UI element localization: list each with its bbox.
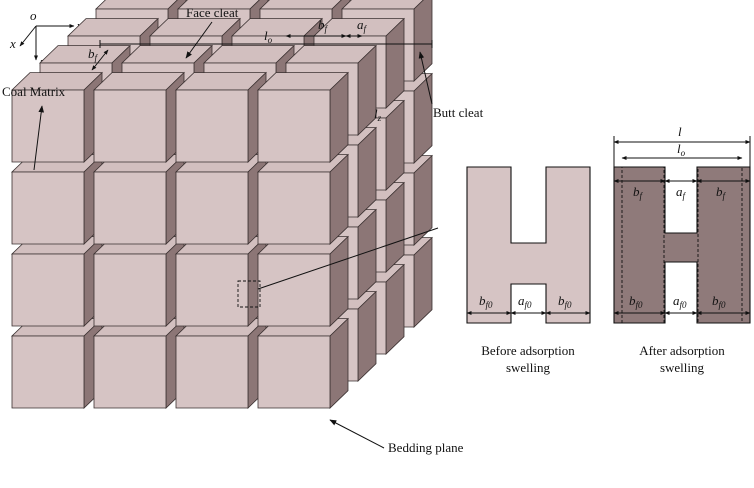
- butt-cleat-leader: [418, 51, 433, 105]
- before-gap-symbol: af0: [518, 293, 532, 310]
- after-total-symbol: l: [678, 124, 682, 139]
- cube-annotations: Face cleat Butt cleat Coal Matrix Beddin…: [2, 5, 484, 455]
- block-front-face: [93, 335, 167, 409]
- cube-dimension-lines: [91, 34, 433, 71]
- after-h-shape: [613, 166, 751, 324]
- before-swelling-panel: bf0 af0 bf0 Before adsorption swelling: [466, 166, 591, 375]
- face-cleat-label: Face cleat: [186, 5, 239, 20]
- b-depth-dimension-line: [91, 49, 109, 71]
- block-front-face: [93, 89, 167, 163]
- cube-dimension-symbols: lo bf af bf lz: [88, 17, 382, 123]
- after-left-bottom-symbol: bf0: [629, 293, 643, 310]
- after-inner-symbol: lo: [677, 141, 686, 158]
- axis-origin-label: o: [30, 8, 37, 23]
- block-front-face: [93, 253, 167, 327]
- before-left-width-symbol: bf0: [479, 293, 493, 310]
- block-front-face: [11, 89, 85, 163]
- after-left-original-outline: [621, 166, 665, 324]
- after-right-bottom-symbol: bf0: [712, 293, 726, 310]
- after-caption-line2: swelling: [660, 360, 705, 375]
- axis-x-label: x: [9, 36, 16, 51]
- block-front-face: [93, 171, 167, 245]
- zoom-selection-box: [237, 280, 261, 308]
- face-cleat-leader: [185, 21, 213, 59]
- symbol-b: bf: [88, 46, 99, 63]
- block-front-face: [175, 89, 249, 163]
- block-front-face: [257, 89, 331, 163]
- block-front-face: [175, 171, 249, 245]
- bedding-plane-leader: [329, 419, 385, 449]
- after-caption-line1: After adsorption: [639, 343, 725, 358]
- symbol-lo: lo: [264, 28, 273, 45]
- after-swelling-panel: l lo bf af bf bf0 af0 bf0 After adsorpti…: [613, 124, 751, 375]
- before-caption-line2: swelling: [506, 360, 551, 375]
- block-front-face: [257, 171, 331, 245]
- butt-cleat-label: Butt cleat: [433, 105, 484, 120]
- symbol-lz: lz: [374, 106, 382, 123]
- before-right-width-symbol: bf0: [558, 293, 572, 310]
- before-h-shape: [466, 166, 591, 324]
- block-side-face: [413, 0, 433, 82]
- block-front-face: [175, 335, 249, 409]
- after-right-top-symbol: bf: [716, 184, 727, 201]
- coal-matrix-block-array: [11, 0, 433, 409]
- block-front-face: [257, 253, 331, 327]
- after-gap-bottom-symbol: af0: [673, 293, 687, 310]
- block-front-face: [175, 253, 249, 327]
- after-left-top-symbol: bf: [633, 184, 644, 201]
- symbol-bf: bf: [318, 17, 329, 34]
- symbol-af: af: [357, 17, 368, 34]
- before-caption-line1: Before adsorption: [481, 343, 575, 358]
- block-front-face: [11, 171, 85, 245]
- zoom-leader-line: [257, 227, 439, 290]
- block-front-face: [11, 253, 85, 327]
- coal-matrix-label: Coal Matrix: [2, 84, 66, 99]
- coal-matrix-leader: [33, 105, 44, 171]
- block-front-face: [257, 335, 331, 409]
- x-axis-arrow: [19, 25, 37, 47]
- after-right-original-outline: [697, 166, 743, 324]
- after-gap-top-symbol: af: [676, 184, 687, 201]
- bedding-plane-label: Bedding plane: [388, 440, 464, 455]
- block-front-face: [11, 335, 85, 409]
